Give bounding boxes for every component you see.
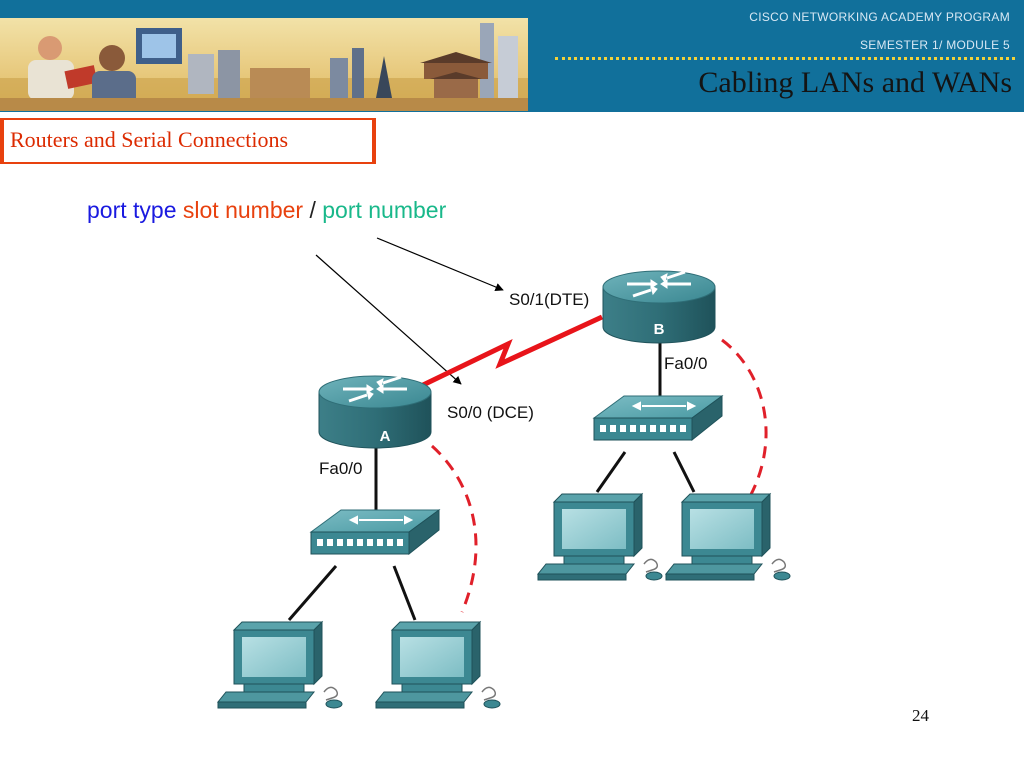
router-b-serial-port-label: S0/1(DTE) [509,290,589,309]
deck-title: Cabling LANs and WANs [698,66,1012,99]
link-switch-a-pc2 [392,565,417,621]
console-cable-b [721,338,768,501]
console-cable-a [430,444,478,613]
header-divider [555,57,1015,60]
computer-icon[interactable] [375,621,501,709]
section-label-text: Routers and Serial Connections [4,120,372,162]
router-a-lan-port-label: Fa0/0 [319,459,362,478]
computer-icon[interactable] [537,493,663,581]
router-icon[interactable] [317,374,433,450]
computer-icon[interactable] [217,621,343,709]
link-switch-a-pc1 [287,565,338,621]
callout-arrow-s0-1 [376,237,504,291]
switch-icon[interactable] [310,509,440,555]
page-number: 24 [912,706,929,725]
callout-arrow-s0-0 [315,254,462,385]
module-name: SEMESTER 1/ MODULE 5 [859,38,1010,52]
router-a-serial-port-label: S0/0 (DCE) [447,403,534,422]
syntax-slot-number: slot number [182,197,304,223]
syntax-separator: / [309,197,316,223]
link-switch-b-pc2 [672,451,696,493]
program-name: CISCO NETWORKING ACADEMY PROGRAM [749,10,1010,24]
computer-icon[interactable] [665,493,791,581]
syntax-port-number: port number [322,197,447,223]
header-banner: CISCO NETWORKING ACADEMY PROGRAM SEMESTE… [0,0,1024,112]
serial-link-icon [421,314,604,388]
banner-illustration [0,18,528,111]
router-a-label: A [380,428,391,445]
router-b-label: B [654,321,665,338]
link-switch-b-pc1 [595,451,627,493]
switch-icon[interactable] [593,395,723,441]
router-b-lan-port-label: Fa0/0 [664,354,707,373]
section-label: Routers and Serial Connections [0,118,376,164]
syntax-port-type: port type [87,197,177,223]
port-syntax: port type slot number / port number [87,197,446,224]
